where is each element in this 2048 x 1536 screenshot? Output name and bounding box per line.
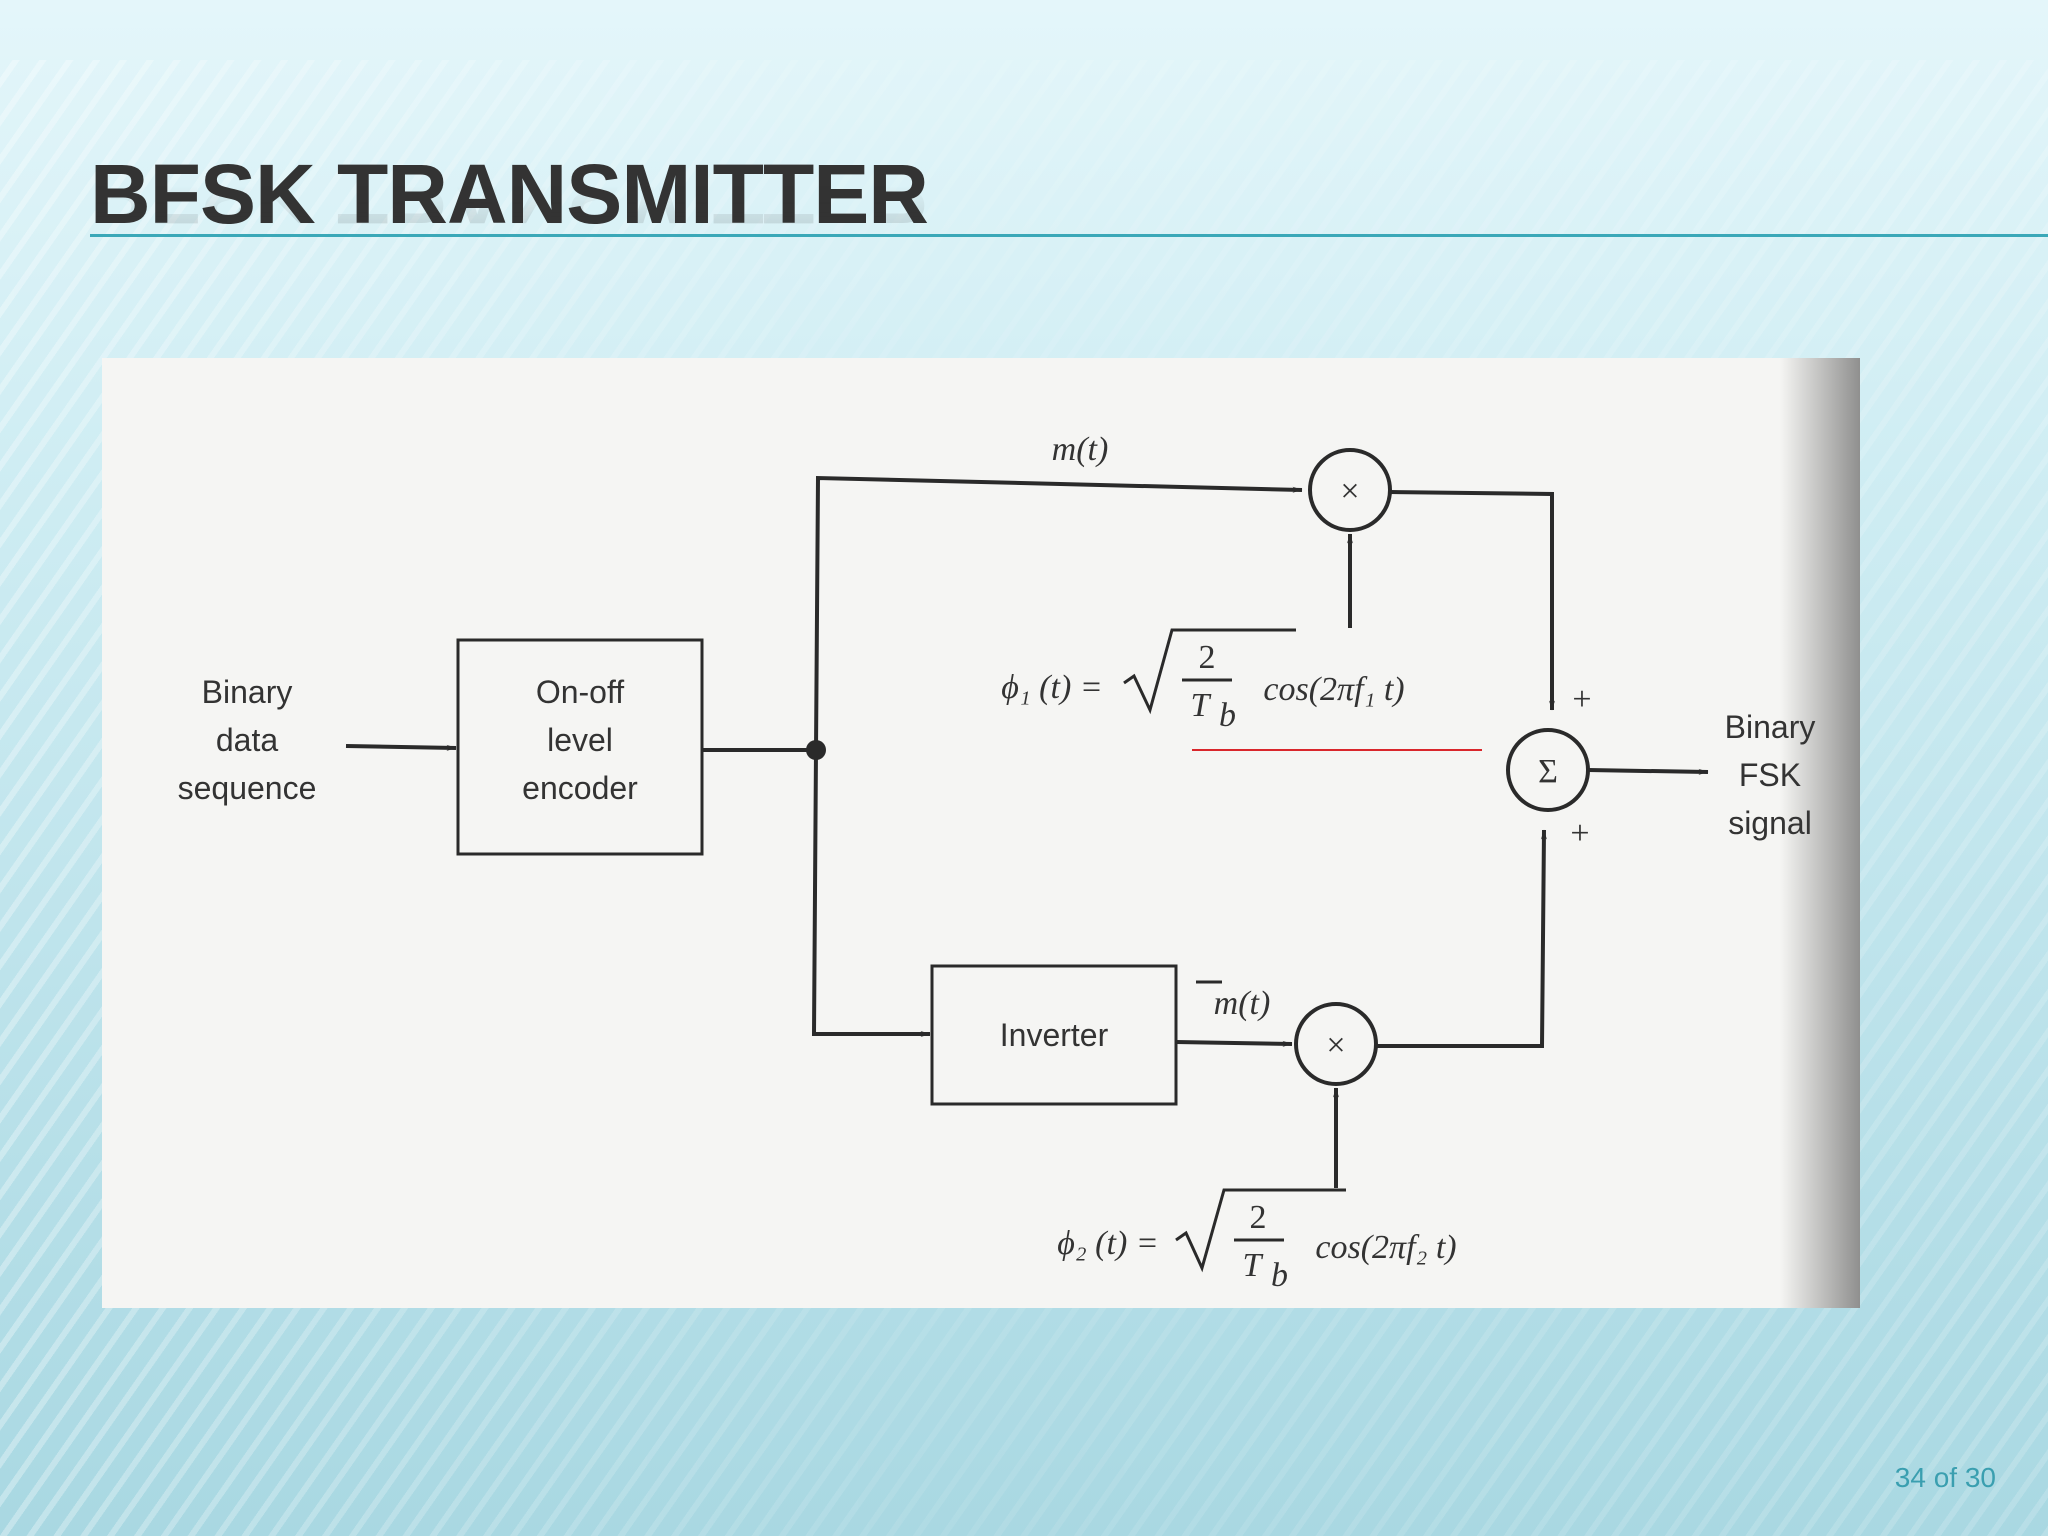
basis-1-denominator-sub: b [1219,697,1236,734]
on-off-encoder-box [456,638,704,856]
lower-to-summer-wire [1376,829,1547,1048]
figure-edge-shadow [1780,358,1860,1308]
upper-multiplier-symbol: × [1340,473,1359,510]
input-label-line-3: sequence [178,770,317,806]
page-indicator: 34 of 30 [1894,1462,1996,1493]
basis-2-denominator: T [1243,1247,1264,1284]
upper-branch-wire [814,475,1303,751]
inverter-output-wire [1175,1040,1293,1047]
input-label-line-2: data [216,722,278,758]
basis-2-formula: ϕ₂ (t) = 2 T b cos(2πf₂ t) [1057,1188,1457,1294]
encoder-label-line-1: On-off [536,674,624,710]
upper-to-summer-wire [1389,490,1555,711]
lower-signal-label: m(t) [1214,985,1271,1022]
upper-multiplier [1308,448,1392,532]
output-arrow [1587,768,1709,775]
basis-1-denominator: T [1191,687,1212,724]
basis-2-rhs: cos(2πf₂ t) [1315,1229,1456,1266]
lower-branch-wire [811,749,931,1037]
inverter-label: Inverter [1000,1017,1109,1053]
lower-multiplier-symbol: × [1326,1027,1345,1064]
slide-title-reflection: BFSK TRANSMITTER [90,147,928,241]
basis-1-sqrt [1123,628,1296,715]
title-underline [90,234,2048,237]
basis-1-rhs: cos(2πf₁ t) [1263,671,1404,708]
basis-1-numerator: 2 [1199,639,1216,676]
basis-2-lhs: ϕ₂ (t) = [1057,1225,1158,1262]
basis-2-denominator-sub: b [1271,1257,1288,1294]
upper-signal-label: m(t) [1052,431,1109,468]
bfsk-transmitter-diagram: Binary data sequence On-off level encode… [102,358,1860,1308]
basis-2-sqrt [1175,1188,1346,1273]
upper-plus-sign: + [1572,681,1591,718]
basis-2-numerator: 2 [1250,1199,1267,1236]
slide-title: BFSK TRANSMITTER [90,147,929,241]
summer-symbol: Σ [1538,753,1558,790]
inverter-box [930,964,1178,1106]
encoder-label-line-3: encoder [522,770,638,806]
lower-plus-sign: + [1570,815,1589,852]
encoder-label-line-2: level [547,722,613,758]
input-label-line-1: Binary [202,674,293,710]
basis-1-lhs: ϕ₁ (t) = [1001,669,1102,706]
basis-1-formula: ϕ₁ (t) = 2 T b cos(2πf₁ t) [1001,628,1405,734]
diagram-canvas: Binary data sequence On-off level encode… [178,431,1816,1294]
input-arrow [345,744,457,751]
